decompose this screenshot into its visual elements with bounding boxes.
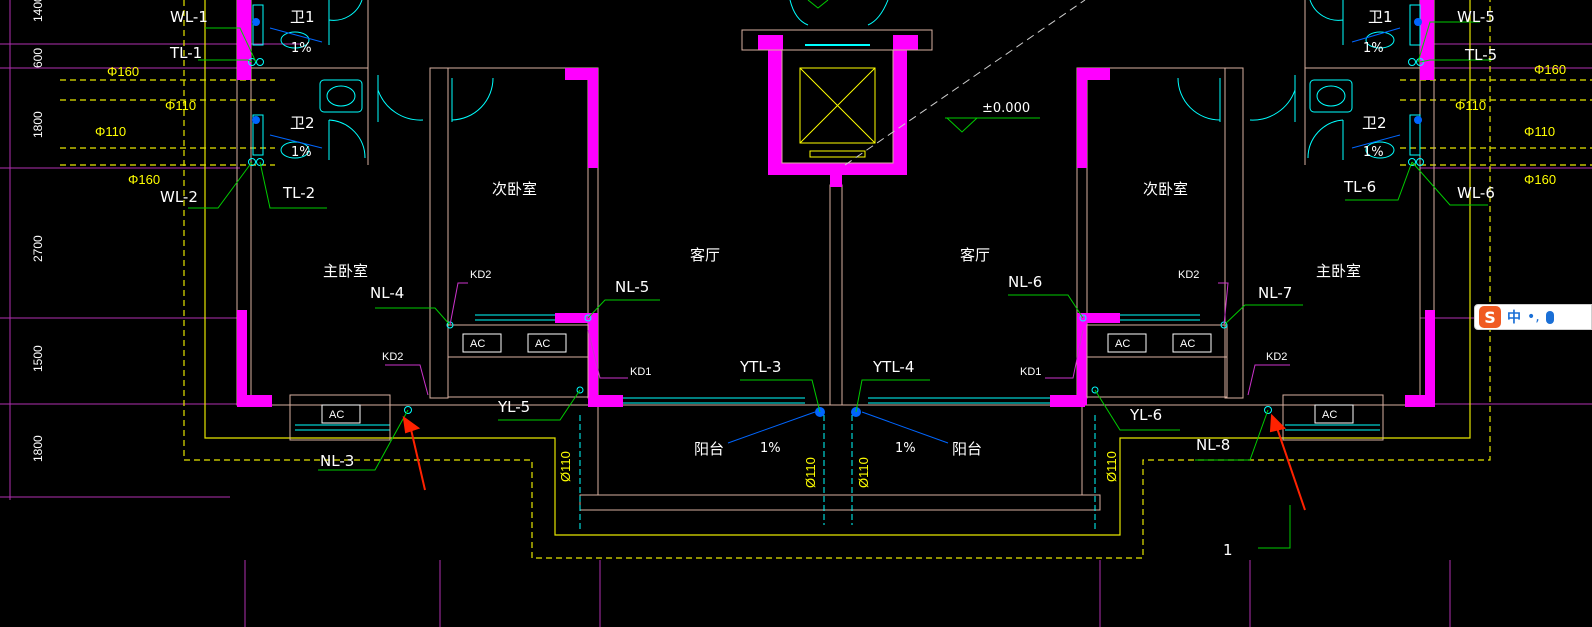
kd2-b: KD2 [382, 351, 403, 363]
slope-arrows [269, 27, 1401, 444]
slope-4: 1% [1363, 145, 1384, 160]
pipe-wl5: WL-5 [1457, 8, 1495, 26]
pipe-nl5: NL-5 [615, 278, 649, 296]
slope-labels: 1% 1% 1% 1% 1% 1% [291, 41, 1384, 456]
size-phi110-b: Φ110 [95, 124, 126, 139]
red-arrows [402, 413, 1306, 511]
pipe-tl1: TL-1 [169, 44, 202, 62]
room-balcony-left: 阳台 [694, 440, 724, 458]
pipe-nl7: NL-7 [1258, 284, 1292, 302]
dim-1800-b: 1800 [31, 435, 45, 462]
drain-pipes [579, 415, 1096, 530]
section-line [844, 0, 1086, 166]
size-phi160-d: Φ160 [1524, 172, 1556, 187]
dashed-outline [60, 0, 1592, 559]
ime-mode-toggle[interactable]: 中 [1507, 310, 1521, 326]
room-balcony-right: 阳台 [952, 440, 982, 458]
size-d110-3: Ø110 [856, 457, 871, 488]
ac-label-2: AC [535, 338, 550, 350]
leader-lines [188, 21, 1492, 549]
windows [295, 314, 1380, 431]
axis-number: 1 [1223, 541, 1233, 559]
size-d110-2: Ø110 [803, 457, 818, 488]
size-phi160-a: Φ160 [107, 64, 139, 79]
kd1-b: KD1 [1020, 366, 1041, 378]
pipe-ytl3: YTL-3 [739, 358, 781, 376]
sogou-logo-icon[interactable]: S [1479, 306, 1501, 328]
dim-1800-a: 1800 [31, 111, 45, 138]
elevation-label: ±0.000 [982, 101, 1030, 116]
kd1-a: KD1 [630, 366, 651, 378]
pipe-tl6: TL-6 [1343, 178, 1376, 196]
elevator-shaft [741, 0, 933, 164]
size-phi110-c: Φ110 [1455, 98, 1486, 113]
elevation-marker: ±0.000 [945, 101, 1040, 133]
size-phi110-a: Φ110 [165, 98, 196, 113]
room-toilet2-left: 卫2 [290, 114, 315, 132]
slope-3: 1% [1363, 41, 1384, 56]
room-master-bedroom-right: 主卧室 [1316, 262, 1361, 280]
room-master-bedroom-left: 主卧室 [323, 262, 368, 280]
room-toilet1-left: 卫1 [290, 8, 315, 26]
solid-outline [204, 0, 1471, 536]
slope-2: 1% [291, 145, 312, 160]
size-d110-4: Ø110 [1104, 451, 1119, 482]
pipe-ytl4: YTL-4 [872, 358, 914, 376]
pipe-wl2: WL-2 [160, 188, 198, 206]
kd2-a: KD2 [470, 269, 491, 281]
pipe-nl6: NL-6 [1008, 273, 1042, 291]
room-living-right: 客厅 [960, 246, 990, 264]
pipe-wl1: WL-1 [170, 8, 208, 26]
pipe-nl4: NL-4 [370, 284, 404, 302]
kd2-c: KD2 [1178, 269, 1199, 281]
dim-600: 600 [31, 48, 45, 68]
pipe-wl6: WL-6 [1457, 184, 1495, 202]
room-second-bedroom-left: 次卧室 [492, 180, 537, 198]
ac-label-6: AC [1322, 409, 1337, 421]
pipe-yl5: YL-5 [497, 398, 530, 416]
size-d110-1: Ø110 [558, 451, 573, 482]
wall-fills [237, 0, 1435, 407]
room-toilet2-right: 卫2 [1362, 114, 1387, 132]
ac-label-1: AC [470, 338, 485, 350]
room-second-bedroom-right: 次卧室 [1143, 180, 1188, 198]
kd-leaders [385, 282, 1290, 396]
ime-punctuation-toggle[interactable]: •, [1527, 309, 1540, 325]
room-living-left: 客厅 [690, 246, 720, 264]
slope-5: 1% [760, 441, 781, 456]
pipe-nl3: NL-3 [320, 452, 354, 470]
size-phi110-d: Φ110 [1524, 124, 1555, 139]
dim-1400: 1400 [31, 0, 45, 22]
slope-6: 1% [895, 441, 916, 456]
ac-label-3: AC [329, 409, 344, 421]
condensate-labels: KD2 KD2 KD1 KD1 KD2 KD2 [382, 269, 1287, 378]
pipe-sizes: Φ160 Φ110 Φ110 Φ160 Φ160 Φ110 Φ110 Φ160 … [95, 62, 1566, 488]
slope-1: 1% [291, 41, 312, 56]
pipe-labels: WL-1 TL-1 WL-2 TL-2 WL-5 TL-5 WL-6 TL-6 … [160, 8, 1497, 470]
pipe-tl5: TL-5 [1464, 46, 1497, 64]
size-phi160-c: Φ160 [1534, 62, 1566, 77]
kd2-d: KD2 [1266, 351, 1287, 363]
ac-platforms [289, 324, 1384, 441]
pipe-yl6: YL-6 [1129, 406, 1162, 424]
room-labels: 主卧室 次卧室 客厅 客厅 次卧室 主卧室 阳台 阳台 卫1 卫2 卫1 卫2 [290, 8, 1393, 458]
pipe-markers [248, 18, 1424, 417]
ac-label-5: AC [1180, 338, 1195, 350]
plumbing-fixtures [252, 4, 1421, 159]
dimension-labels: 1400 600 1800 2700 1500 1800 [31, 0, 45, 462]
microphone-icon[interactable] [1545, 310, 1554, 324]
ac-units: AC AC AC AC AC AC [321, 333, 1354, 424]
size-phi160-b: Φ160 [128, 172, 160, 187]
room-walls [236, 0, 1435, 511]
room-toilet1-right: 卫1 [1368, 8, 1393, 26]
dim-2700: 2700 [31, 235, 45, 262]
dim-1500: 1500 [31, 345, 45, 372]
ime-toolbar[interactable]: S 中 •, [1474, 304, 1592, 330]
pipe-tl2: TL-2 [282, 184, 315, 202]
ac-label-4: AC [1115, 338, 1130, 350]
doors [328, 0, 1344, 160]
pipe-nl8: NL-8 [1196, 436, 1230, 454]
